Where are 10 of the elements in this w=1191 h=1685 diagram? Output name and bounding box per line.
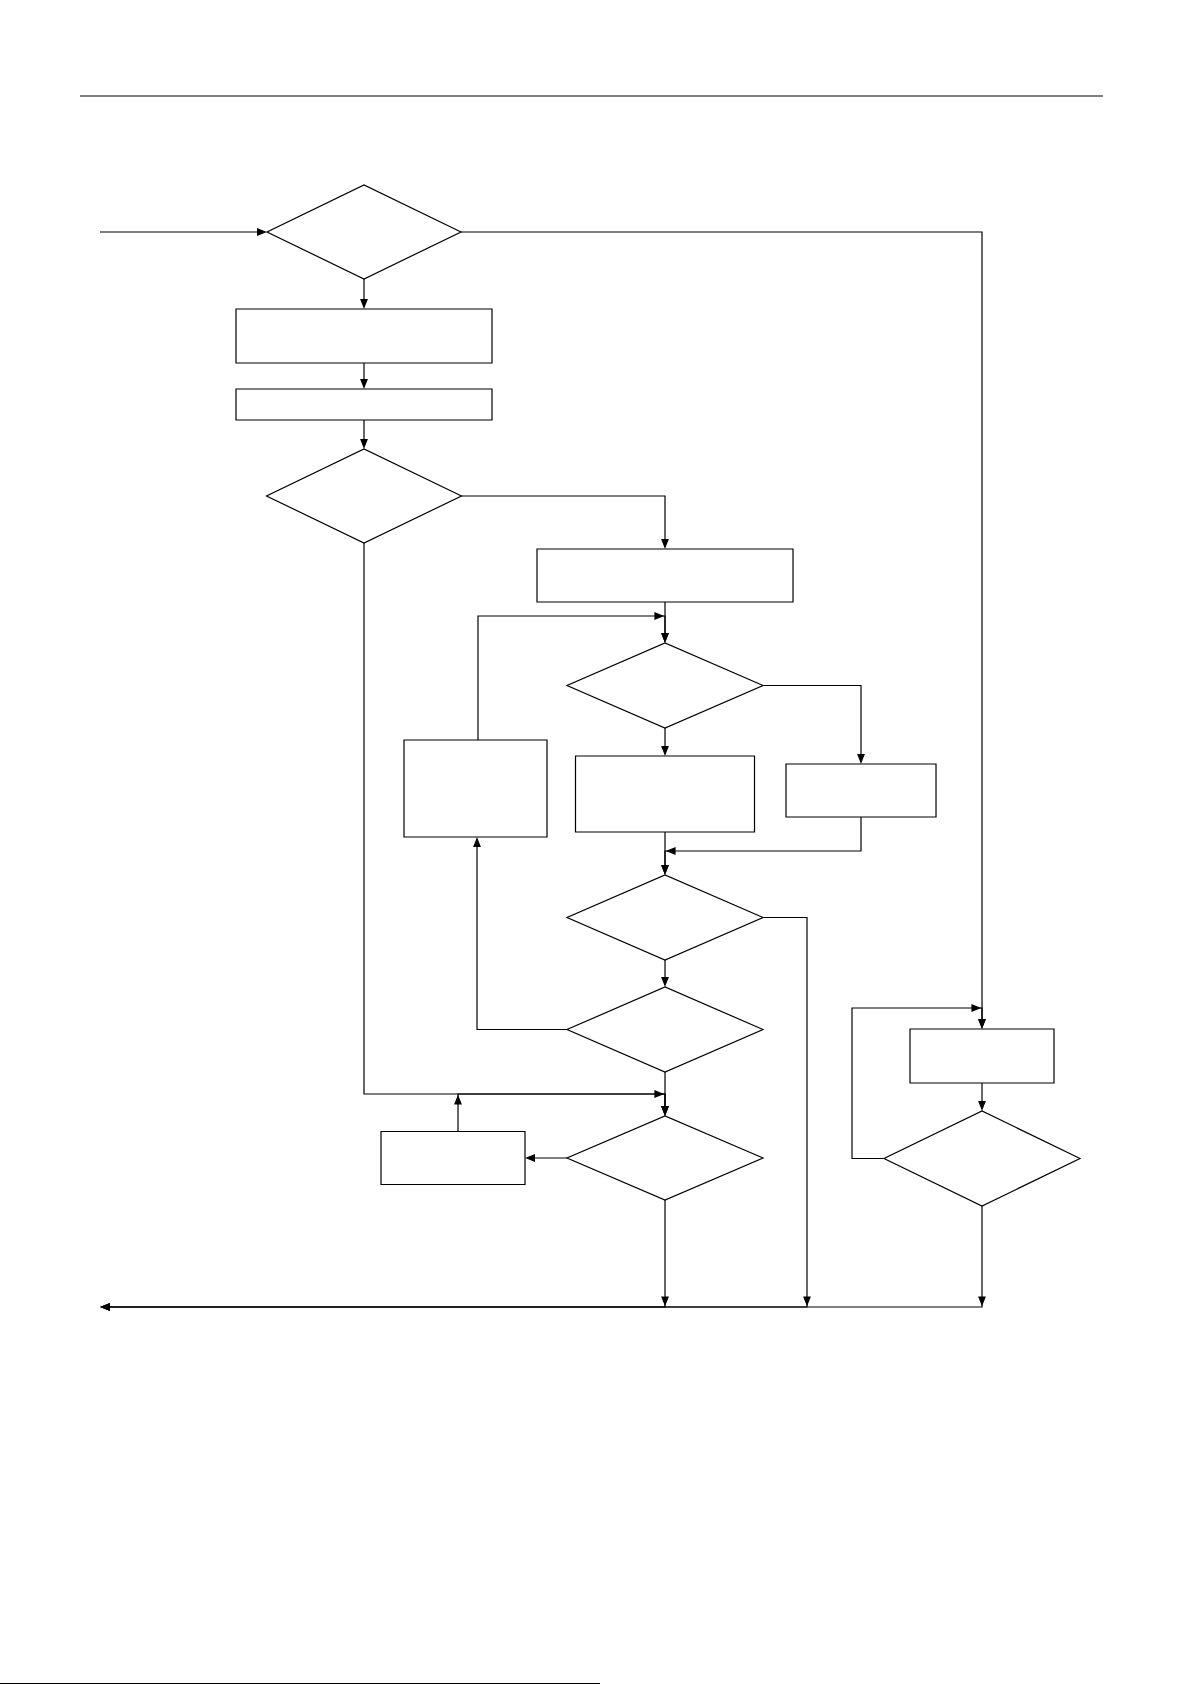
- process-box: [235, 308, 493, 364]
- arrow: [851, 1004, 986, 1160]
- decision-diamond: [265, 448, 463, 544]
- process-box: [536, 548, 794, 603]
- process-box: [909, 1028, 1055, 1084]
- process-box: [380, 1130, 526, 1186]
- process-box: [574, 755, 756, 833]
- process-box: [403, 739, 548, 838]
- process-box: [235, 388, 493, 421]
- process-box: [785, 763, 937, 818]
